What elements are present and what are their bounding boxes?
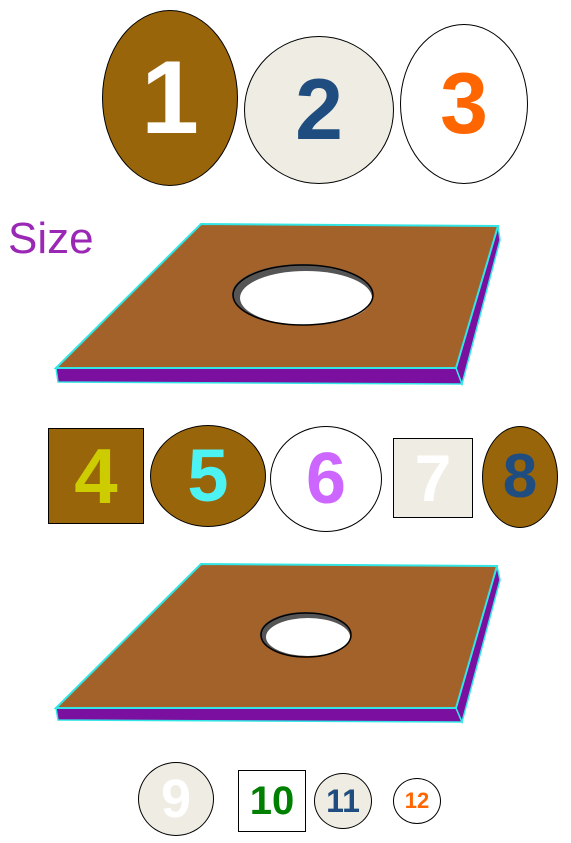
token-9-number: 9: [161, 772, 191, 826]
token-5: 5: [150, 425, 266, 527]
token-11-number: 11: [326, 785, 360, 817]
board-small-hole: [56, 564, 500, 722]
token-6: 6: [270, 426, 382, 532]
token-12: 12: [393, 778, 441, 824]
token-12-number: 12: [405, 790, 429, 812]
token-7-number: 7: [415, 445, 452, 511]
token-10-number: 10: [250, 781, 295, 821]
token-4: 4: [48, 428, 144, 524]
token-6-number: 6: [306, 443, 346, 515]
board-2-edge: [56, 708, 462, 722]
token-10: 10: [238, 770, 306, 832]
board-large-hole: [56, 224, 500, 384]
token-11: 11: [314, 773, 372, 829]
token-4-number: 4: [74, 437, 117, 515]
board-1-edge: [56, 368, 462, 384]
token-7: 7: [393, 438, 473, 518]
token-5-number: 5: [187, 439, 228, 513]
token-9: 9: [138, 762, 214, 836]
token-8-number: 8: [503, 446, 537, 508]
token-8: 8: [482, 426, 558, 528]
